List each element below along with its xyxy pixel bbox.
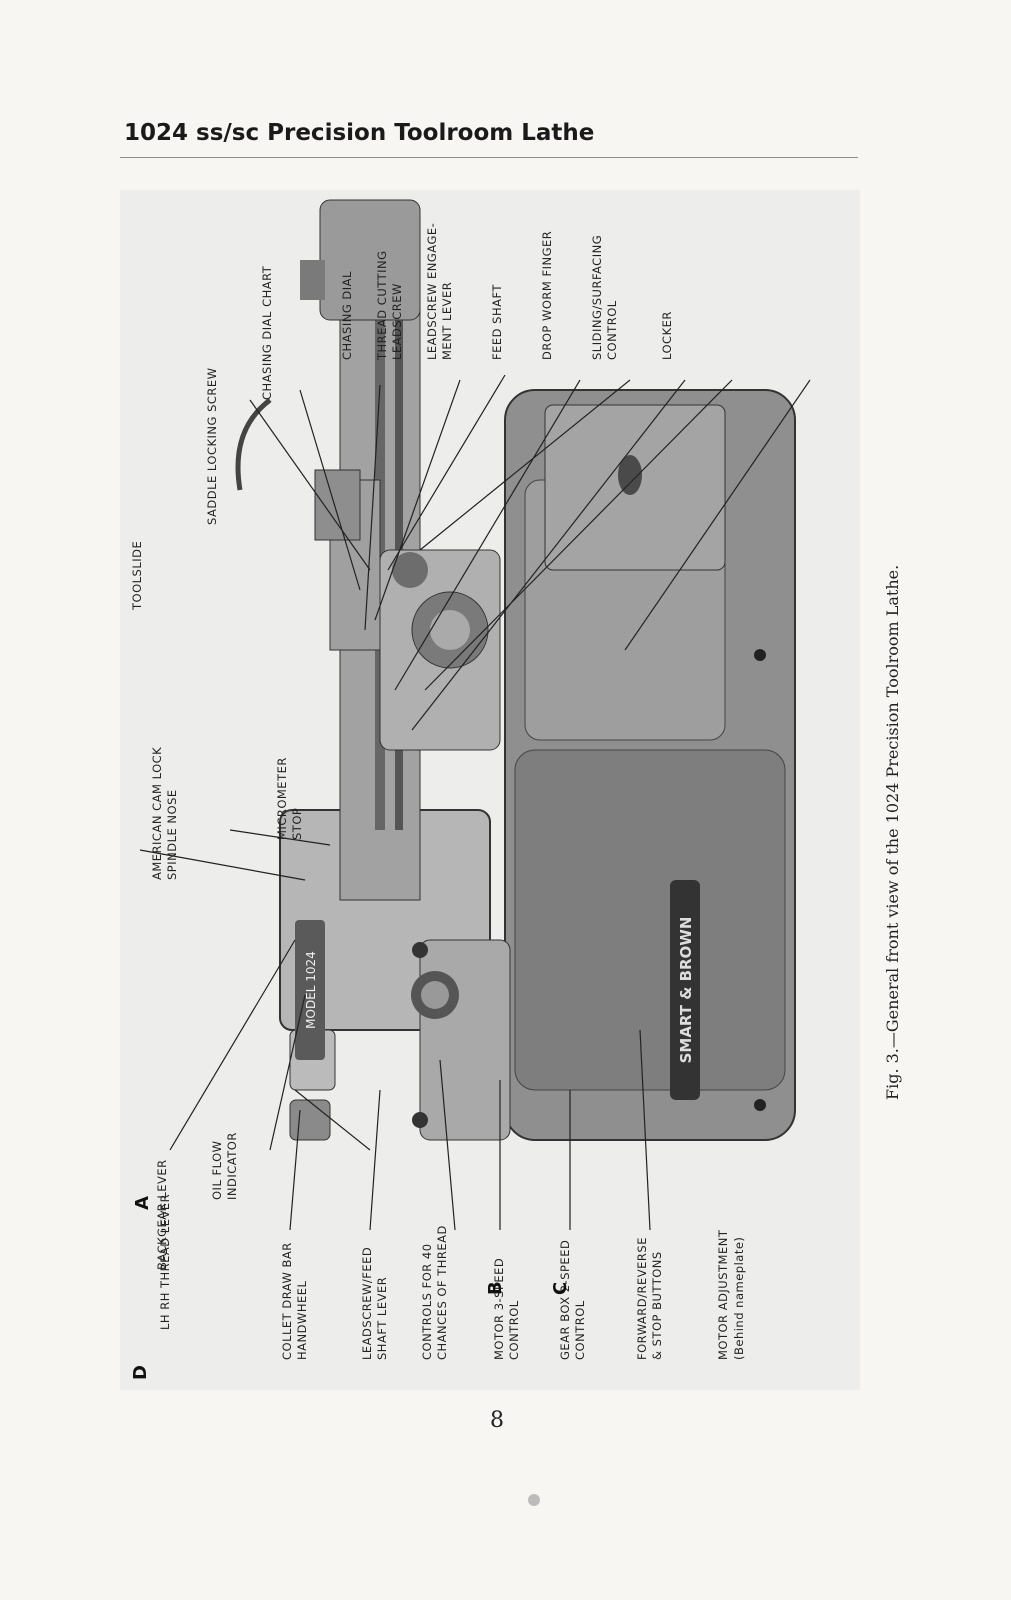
page-header: 1024 ss/sc Precision Toolroom Lathe [124, 120, 595, 146]
nameplate [670, 880, 700, 1100]
figure-plate: SMART & BROWN MODEL 1024 [120, 190, 860, 1390]
header-rule [120, 157, 858, 158]
label-behind-nameplate: (Behind nameplate) [732, 1236, 746, 1360]
model-plate [295, 920, 325, 1060]
punch-dot [528, 1494, 540, 1506]
page-number: 8 [490, 1408, 504, 1433]
label-american-cam-lock: AMERICAN CAM LOCK SPINDLE NOSE [150, 746, 179, 880]
label-sliding-surfacing-control: SLIDING/SURFACING CONTROL [590, 234, 619, 360]
label-oil-flow-indicator: OIL FLOW INDICATOR [210, 1132, 239, 1200]
label-locker: LOCKER [660, 311, 674, 360]
label-motor-adjustment: MOTOR ADJUSTMENT [716, 1229, 730, 1360]
letter-d: D [130, 1365, 151, 1380]
label-motor-3-speed: MOTOR 3-SPEED CONTROL [492, 1257, 521, 1360]
label-chasing-dial: CHASING DIAL [340, 271, 354, 360]
label-collet-draw-bar: COLLET DRAW BAR HANDWHEEL [280, 1242, 309, 1360]
label-gear-box-2-speed: GEAR BOX 2-SPEED CONTROL [558, 1239, 587, 1360]
label-feed-shaft: FEED SHAFT [490, 284, 504, 360]
label-drop-worm-finger: DROP WORM FINGER [540, 230, 554, 360]
label-forward-reverse: FORWARD/REVERSE & STOP BUTTONS [635, 1237, 664, 1360]
label-micrometer-stop: MICROMETER STOP [275, 757, 304, 840]
figure-caption-wrap: Fig. 3.—General front view of the 1024 P… [879, 480, 909, 1100]
figure-caption: Fig. 3.—General front view of the 1024 P… [883, 564, 902, 1100]
lathe-illustration: SMART & BROWN MODEL 1024 [139, 199, 811, 1231]
label-toolslide: TOOLSLIDE [130, 540, 144, 610]
letter-a: A [132, 1196, 153, 1210]
letter-c: C [550, 1281, 571, 1295]
figure-rotated: SMART & BROWN MODEL 1024 [120, 190, 860, 1390]
label-saddle-locking-screw: SADDLE LOCKING SCREW [205, 367, 219, 525]
nameplate-text: SMART & BROWN [677, 917, 695, 1064]
label-lh-rh-thread-lever: LH RH THREAD LEVER [158, 1193, 172, 1330]
model-plate-text: MODEL 1024 [304, 951, 318, 1029]
letter-b: B [485, 1281, 506, 1295]
label-leadscrew-engagement-lever: LEADSCREW ENGAGE- MENT LEVER [425, 222, 454, 360]
label-controls-for-40: CONTROLS FOR 40 CHANCES OF THREAD [420, 1225, 449, 1360]
label-thread-cutting-leadscrew: THREAD CUTTING LEADSCREW [375, 250, 404, 360]
label-leadscrew-feed-shaft-lever: LEADSCREW/FEED SHAFT LEVER [360, 1246, 389, 1360]
label-chasing-dial-chart: CHASING DIAL CHART [260, 265, 274, 400]
